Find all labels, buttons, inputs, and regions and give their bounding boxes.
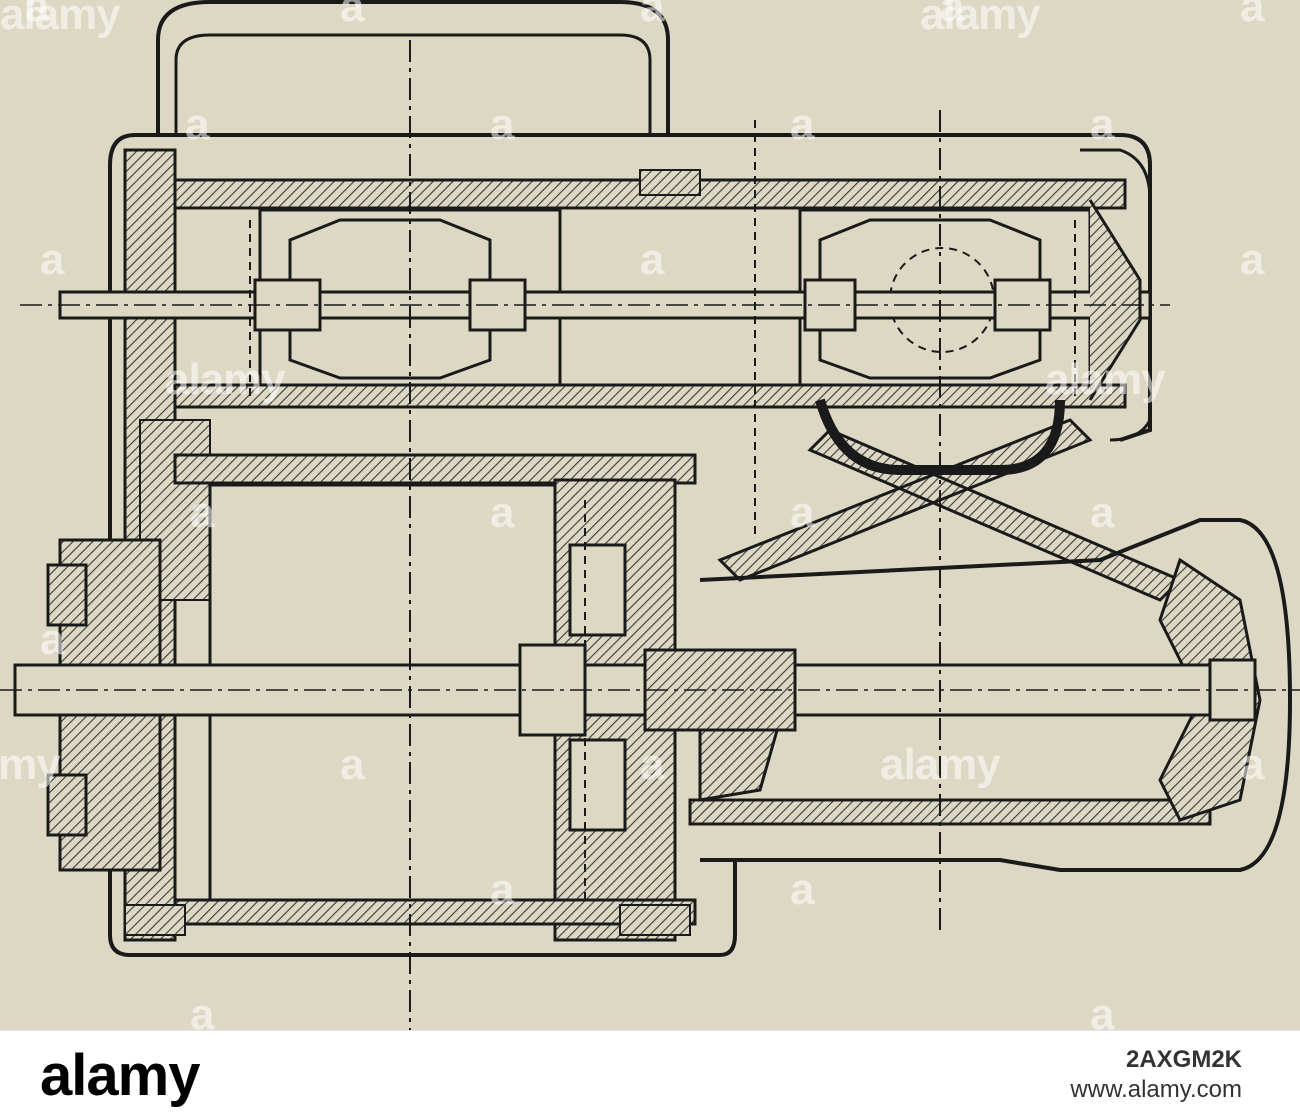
center-plate-pocket-top (568, 543, 627, 637)
watermark-mark: a (1090, 488, 1115, 537)
engineering-drawing: a a a a a a a a a a a a a a a a a a a a … (0, 0, 1300, 1030)
lower-drum-bottom (173, 898, 697, 926)
cross-section-drawing (0, 0, 1300, 1030)
gear-right-outline (818, 218, 1042, 380)
watermark-mark: a (40, 615, 65, 664)
alamy-logo: alamy (40, 1043, 200, 1108)
watermark-mark: a (185, 100, 210, 149)
watermark-logo: alamy (880, 740, 1001, 789)
left-hub-boss-top (46, 563, 88, 627)
watermark-mark: a (1240, 740, 1265, 789)
watermark-mark: a (790, 865, 815, 914)
watermark-logo: alamy (0, 740, 61, 789)
upper-housing-bottom (158, 383, 1127, 409)
bolt-top-center (639, 169, 701, 196)
watermark-mark: a (1240, 0, 1265, 31)
top-hood-inner (174, 33, 652, 135)
watermark-mark: a (790, 100, 815, 149)
watermark-mark: a (1090, 100, 1115, 149)
watermark-mark: a (40, 235, 65, 284)
watermark-mark: a (640, 235, 665, 284)
watermark-mark: a (940, 0, 965, 31)
bolt-bottom-center (619, 904, 691, 936)
upper-right-cone (1088, 199, 1142, 401)
left-hub-boss-bottom (46, 773, 88, 837)
center-plate-pocket-bottom (568, 738, 627, 832)
watermark-mark: a (640, 740, 665, 789)
footer-bar: alamy 2AXGM2K www.alamy.com (0, 1030, 1300, 1115)
watermark-logo: alamy (920, 0, 1041, 39)
watermark-mark: a (490, 488, 515, 537)
right-housing (699, 518, 1293, 872)
right-upper-bracket (815, 398, 1065, 475)
outer-casing (108, 133, 1152, 957)
watermark-mark: a (340, 0, 365, 31)
watermark-mark: a (25, 0, 50, 31)
site-url: www.alamy.com (1070, 1076, 1242, 1103)
image-id: 2AXGM2K (1125, 1046, 1242, 1073)
watermark-logo: alamy (0, 0, 121, 39)
watermark-logo: alamy (1045, 355, 1166, 404)
watermark-mark: a (190, 488, 215, 537)
watermark-mark: a (790, 488, 815, 537)
watermark-mark: a (340, 740, 365, 789)
watermark-mark: a (640, 0, 665, 31)
upper-right-cap (1080, 148, 1152, 442)
watermark-mark: a (490, 865, 515, 914)
watermark-mark: a (1240, 235, 1265, 284)
watermark-logo: alamy (165, 355, 286, 404)
footer-meta: 2AXGM2K www.alamy.com (1070, 1045, 1242, 1105)
top-hood (156, 0, 670, 135)
bolt-bottom-left (124, 904, 186, 936)
right-housing-floor (688, 798, 1212, 826)
inner-web-lower (698, 718, 782, 802)
gear-left-outline (288, 218, 492, 380)
watermark-mark: a (490, 100, 515, 149)
middle-frame (173, 453, 697, 485)
